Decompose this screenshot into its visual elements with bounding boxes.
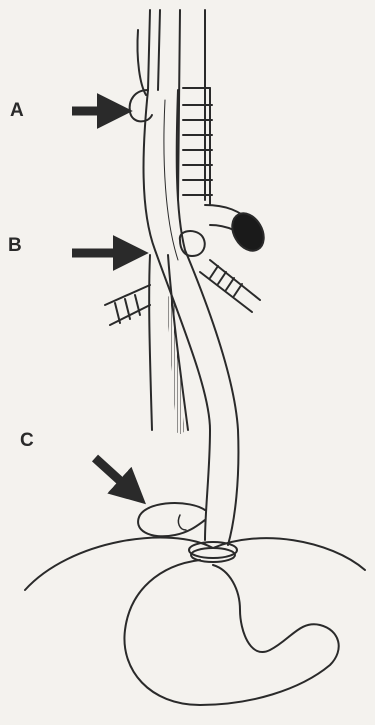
right-bronchus	[200, 205, 270, 312]
label-b: B	[8, 236, 22, 255]
trachea	[183, 88, 212, 205]
arrow-c	[95, 458, 138, 497]
label-a: A	[10, 101, 24, 120]
pouch-a	[130, 90, 152, 121]
pouch-c	[138, 503, 205, 536]
label-c: C	[20, 431, 34, 450]
stomach	[124, 560, 338, 705]
esophagus	[144, 90, 239, 545]
ge-junction	[189, 542, 237, 562]
left-bronchus	[105, 285, 150, 325]
second-tube	[149, 255, 188, 430]
